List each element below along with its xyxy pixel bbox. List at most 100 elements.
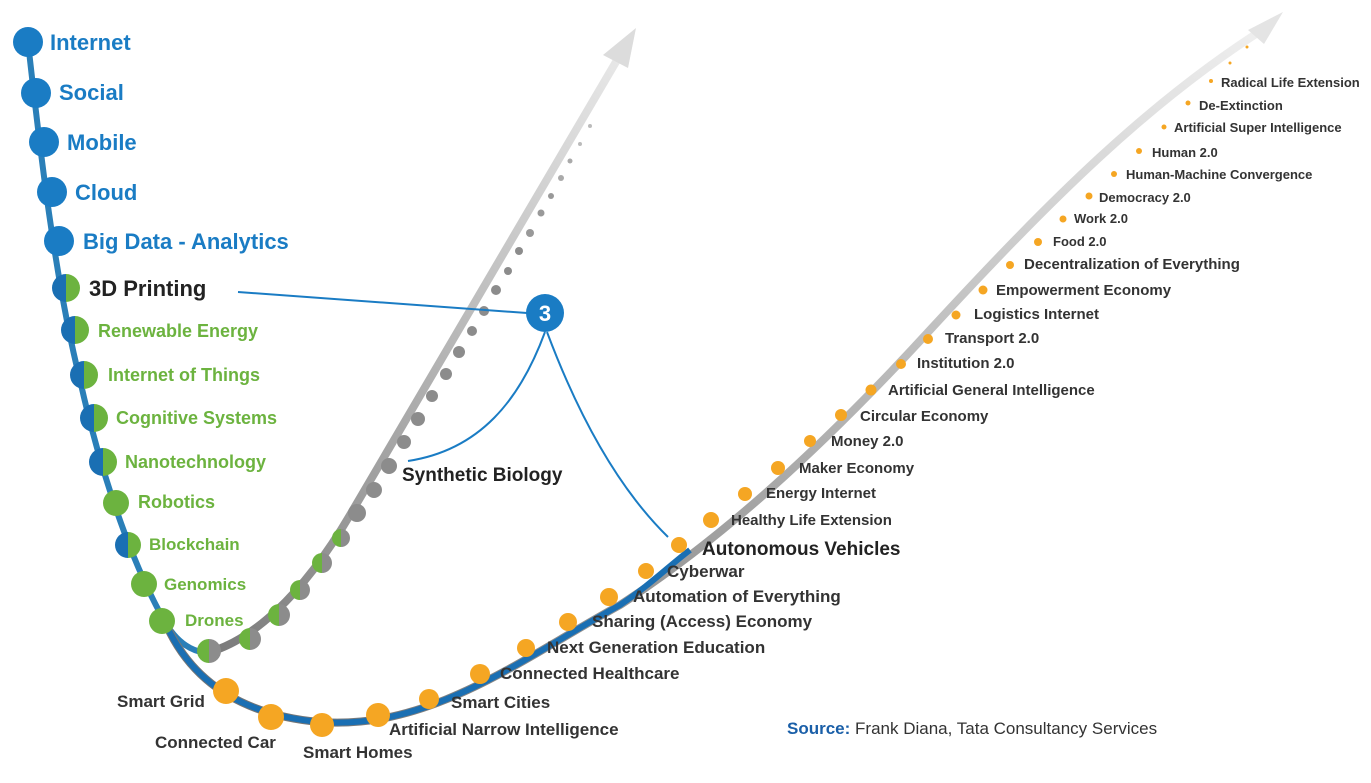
dot-robotics	[103, 490, 129, 516]
dot-radical-life	[1209, 79, 1213, 83]
label-3d-printing: 3D Printing	[89, 276, 206, 301]
callout-line-synthetic-biology	[407, 331, 546, 462]
dot-circular	[835, 409, 847, 421]
dot-genomics	[131, 571, 157, 597]
label-cloud: Cloud	[75, 180, 137, 205]
dot-c2-5	[312, 553, 332, 573]
dot-c2-14	[453, 346, 465, 358]
dot-cognitive	[80, 404, 108, 432]
label-connected-healthcare: Connected Healthcare	[500, 664, 680, 683]
dot-c2-16	[479, 306, 489, 316]
dot-institution	[896, 359, 906, 369]
callout-badge-number: 3	[539, 301, 551, 326]
dot-c2-17	[491, 285, 501, 295]
dot-nanotech	[89, 448, 117, 476]
dot-democracy	[1085, 192, 1093, 200]
dot-renewable	[61, 316, 89, 344]
label-nanotechnology: Nanotechnology	[125, 452, 266, 472]
dot-c2-21	[537, 209, 545, 217]
dot-c2-4	[290, 580, 310, 600]
label-renewable-energy: Renewable Energy	[98, 321, 258, 341]
dot-c2-26	[588, 124, 592, 128]
dot-c2-15	[467, 326, 477, 336]
dot-energy-internet	[738, 487, 752, 501]
callout-badge	[526, 294, 564, 332]
label-ani: Artificial Narrow Intelligence	[389, 720, 619, 739]
label-automation: Automation of Everything	[633, 587, 841, 606]
dot-mobile	[29, 127, 59, 157]
label-circular: Circular Economy	[860, 408, 989, 425]
label-social: Social	[59, 80, 124, 105]
dot-c2-19	[515, 247, 523, 255]
dot-hmc	[1111, 171, 1117, 177]
label-sharing-economy: Sharing (Access) Economy	[592, 612, 813, 631]
dot-smart-homes	[310, 713, 334, 737]
label-big-data: Big Data - Analytics	[83, 229, 289, 254]
dot-smart-cities	[419, 689, 439, 709]
label-maker-economy: Maker Economy	[799, 460, 915, 477]
dot-next-gen-education	[517, 639, 535, 657]
label-radical-life: Radical Life Extension	[1221, 75, 1360, 90]
dot-smart-grid	[213, 678, 239, 704]
dot-connected-healthcare	[470, 664, 490, 684]
label-autonomous-vehicles: Autonomous Vehicles	[702, 539, 900, 560]
dot-c3-tail-2	[1245, 45, 1249, 49]
label-genomics: Genomics	[164, 575, 246, 594]
dot-agi	[865, 384, 877, 396]
label-food: Food 2.0	[1053, 234, 1106, 249]
dot-c2-24	[567, 158, 573, 164]
dot-cloud	[37, 177, 67, 207]
dot-c2-8	[366, 482, 382, 498]
label-energy-internet: Energy Internet	[766, 485, 876, 502]
dot-logistics	[951, 310, 961, 320]
label-institution: Institution 2.0	[917, 355, 1015, 372]
dot-healthy-life	[703, 512, 719, 528]
dot-internet	[13, 27, 43, 57]
label-healthy-life: Healthy Life Extension	[731, 512, 892, 529]
label-connected-car: Connected Car	[155, 733, 276, 752]
label-drones: Drones	[185, 611, 244, 630]
dot-maker-economy	[771, 461, 785, 475]
dot-c2-25	[578, 142, 582, 146]
source-key: Source:	[787, 719, 851, 738]
label-internet: Internet	[50, 30, 131, 55]
dot-money	[804, 435, 816, 447]
label-cyberwar: Cyberwar	[667, 562, 745, 581]
label-empowerment: Empowerment Economy	[996, 282, 1172, 299]
dot-human	[1136, 148, 1142, 154]
dot-c2-1	[197, 639, 221, 663]
dot-c2-7	[348, 504, 366, 522]
label-next-gen-education: Next Generation Education	[547, 638, 765, 657]
dot-social	[21, 78, 51, 108]
dot-c2-20	[526, 229, 534, 237]
label-work: Work 2.0	[1074, 211, 1128, 226]
label-de-extinction: De-Extinction	[1199, 98, 1283, 113]
label-hmc: Human-Machine Convergence	[1126, 167, 1312, 182]
dot-c2-12	[426, 390, 438, 402]
label-logistics: Logistics Internet	[974, 306, 1099, 323]
source-text: Frank Diana, Tata Consultancy Services	[855, 719, 1158, 738]
dot-c2-22	[548, 193, 554, 199]
dot-c2-18	[504, 267, 512, 275]
label-human: Human 2.0	[1152, 145, 1218, 160]
dot-iot	[70, 361, 98, 389]
dot-c2-23	[558, 175, 564, 181]
label-money: Money 2.0	[831, 433, 904, 450]
callout-line-autonomous-vehicles	[546, 331, 669, 538]
curve-two-arrowhead	[603, 28, 636, 68]
label-decentralization: Decentralization of Everything	[1024, 256, 1240, 273]
dot-work	[1059, 215, 1067, 223]
callout-line-3d-printing	[237, 291, 528, 314]
label-cognitive: Cognitive Systems	[116, 408, 277, 428]
label-blockchain: Blockchain	[149, 535, 240, 554]
dot-decentralization	[1006, 261, 1014, 269]
dot-blockchain	[115, 532, 141, 558]
label-smart-cities: Smart Cities	[451, 693, 550, 712]
dot-food	[1034, 238, 1042, 246]
dot-connected-car	[258, 704, 284, 730]
dot-cyberwar	[638, 563, 654, 579]
curve-three-arrowhead	[1248, 12, 1283, 44]
label-smart-homes: Smart Homes	[303, 743, 413, 762]
dot-big-data	[44, 226, 74, 256]
